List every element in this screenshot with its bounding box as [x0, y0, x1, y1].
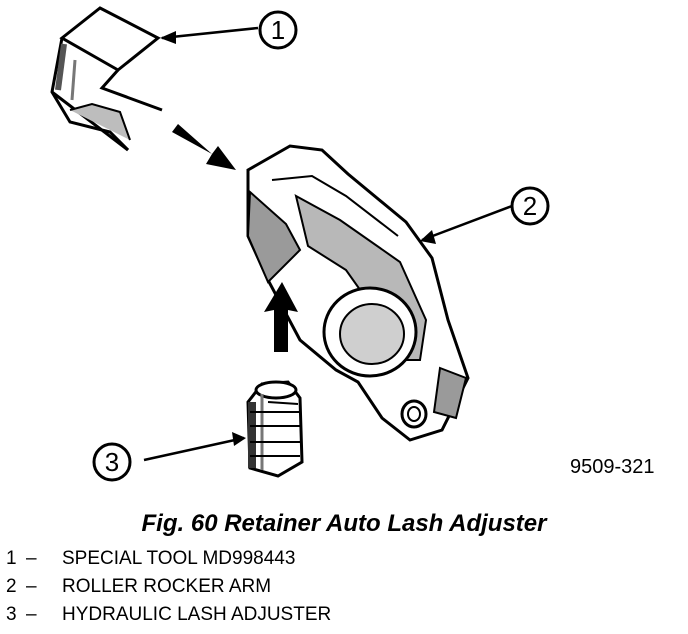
special-tool-drawing [50, 6, 163, 152]
legend: 1–SPECIAL TOOL MD998443 2–ROLLER ROCKER … [6, 548, 331, 632]
legend-item-label: ROLLER ROCKER ARM [62, 576, 272, 597]
leader-arrowheads [160, 31, 436, 446]
install-arrow-up [264, 282, 298, 352]
leader-line-3 [143, 436, 245, 462]
legend-item-number: 1 [6, 548, 17, 569]
legend-item-label: SPECIAL TOOL MD998443 [62, 548, 296, 569]
legend-item: 1– SPECIAL TOOL MD998443 [6, 548, 331, 576]
callout-2-number: 2 [523, 191, 537, 221]
legend-item: 2– ROLLER ROCKER ARM [6, 576, 331, 604]
leader-lines [143, 26, 513, 462]
legend-item-label: HYDRAULIC LASH ADJUSTER [62, 604, 332, 625]
legend-item-dash: – [26, 576, 37, 597]
callout-3: 3 [92, 442, 132, 482]
figure-caption: Fig. 60 Retainer Auto Lash Adjuster [141, 510, 547, 537]
leader-line-2 [421, 204, 513, 242]
callout-3-number: 3 [105, 447, 119, 477]
legend-item-number: 3 [6, 604, 17, 625]
leader-arrowhead-1 [160, 31, 176, 44]
figure-code: 9509-321 [570, 456, 655, 478]
exploded-view-illustration: 1 2 3 [50, 6, 550, 482]
legend-item: 3– HYDRAULIC LASH ADJUSTER [6, 604, 331, 632]
leader-arrowhead-3 [232, 432, 246, 446]
install-arrow-right [172, 124, 236, 170]
legend-item-dash: – [26, 548, 37, 569]
leader-arrowhead-2 [420, 230, 436, 244]
legend-item-dash: – [26, 604, 37, 625]
rocker-arm-drawing [246, 144, 470, 442]
lash-adjuster-drawing [246, 380, 304, 478]
callout-2: 2 [510, 186, 550, 226]
leader-line-1 [161, 26, 259, 40]
legend-item-number: 2 [6, 576, 17, 597]
callout-1: 1 [258, 10, 298, 50]
callout-1-number: 1 [271, 15, 285, 45]
